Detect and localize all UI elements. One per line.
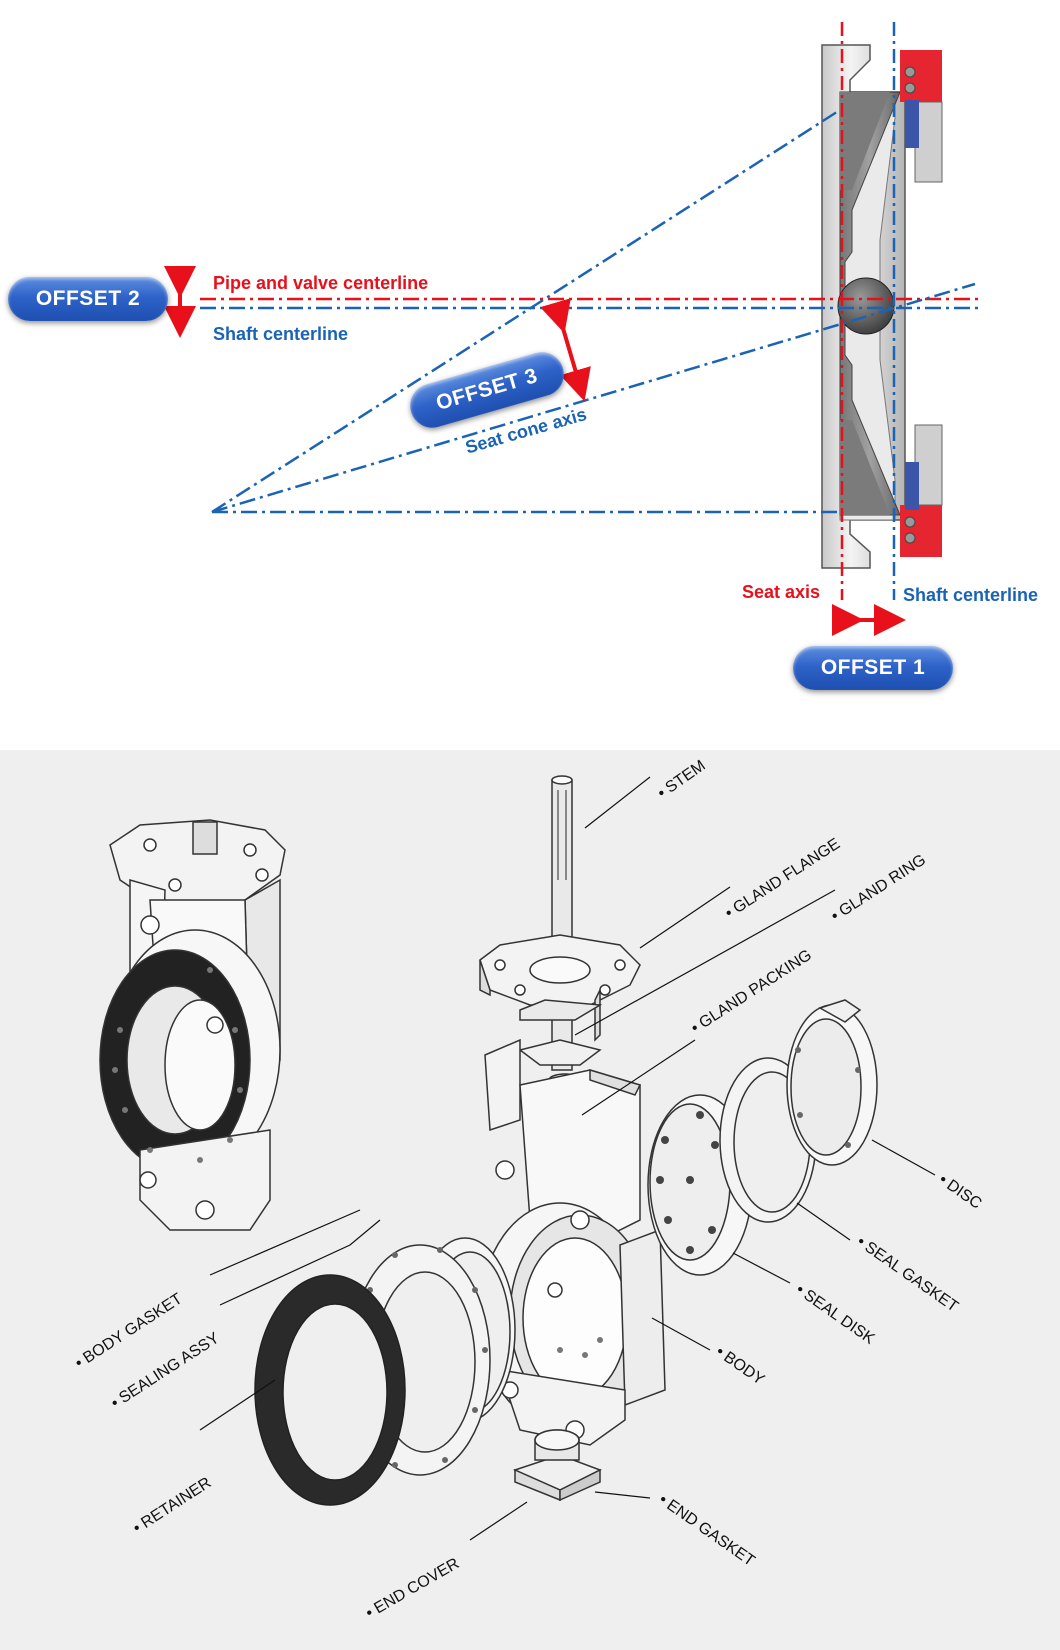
shaft-centerline-left-label: Shaft centerline xyxy=(213,324,349,344)
valve-cross-section xyxy=(821,44,943,569)
leader-lines xyxy=(199,776,936,1541)
shaft-centerline-bottom-label: Shaft centerline xyxy=(903,585,1039,605)
assembled-valve xyxy=(99,819,286,1231)
exploded-view xyxy=(0,750,1060,1650)
seal-disk-part xyxy=(647,1094,753,1276)
end-cover-part xyxy=(512,1429,602,1502)
retainer-part xyxy=(254,1274,406,1506)
stem-part xyxy=(551,775,573,1071)
gland-flange-part xyxy=(479,934,641,1042)
pipe-valve-centerline-label: Pipe and valve centerline xyxy=(213,273,429,293)
offset-diagram xyxy=(164,22,980,636)
offset2-badge: OFFSET 2 xyxy=(8,277,168,321)
seat-axis-label: Seat axis xyxy=(742,582,821,602)
body-part xyxy=(479,1038,666,1446)
disc-part xyxy=(786,999,878,1166)
offset1-badge: OFFSET 1 xyxy=(793,646,953,690)
